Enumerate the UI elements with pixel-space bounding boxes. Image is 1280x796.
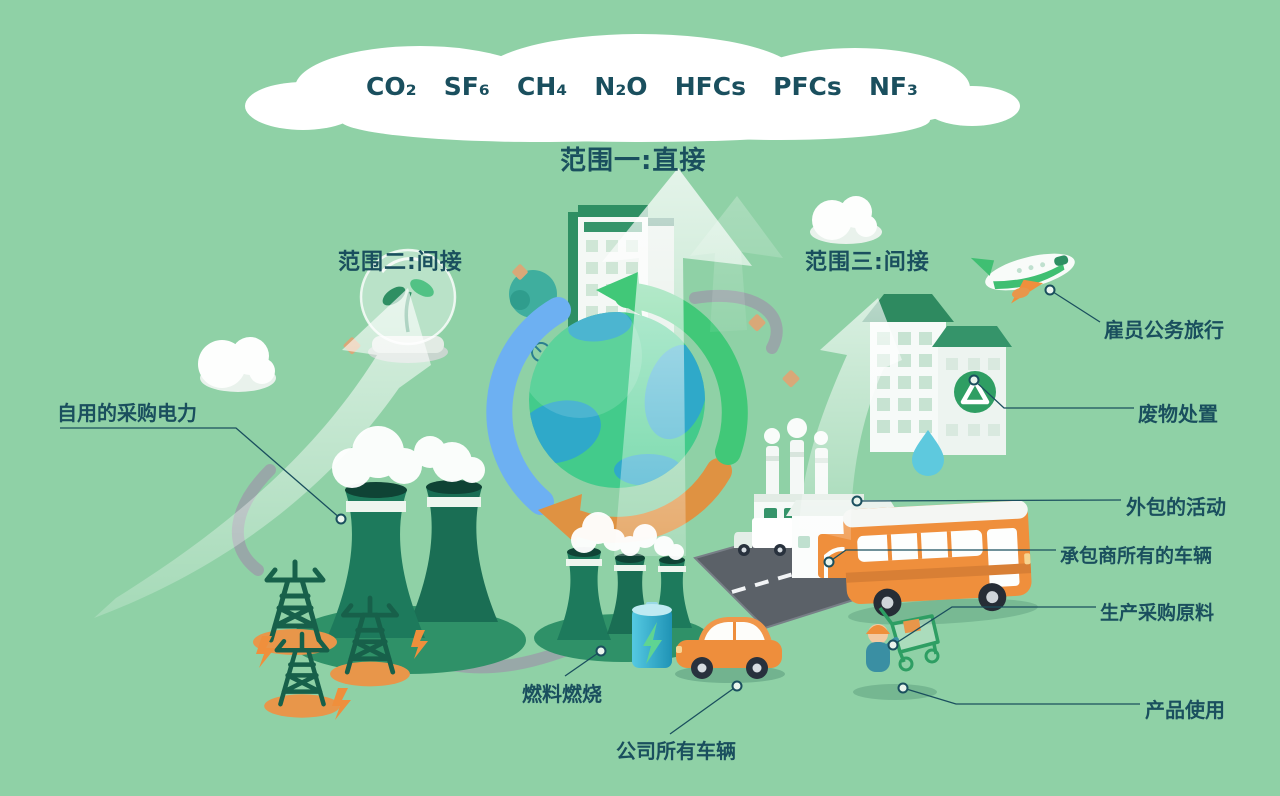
gas-co2: CO₂ bbox=[366, 72, 417, 101]
scope2-title: 范围二:间接 bbox=[338, 250, 463, 275]
gas-ch4: CH₄ bbox=[516, 72, 568, 101]
cooling-towers-large bbox=[327, 426, 498, 638]
gas-sf6: SF₆ bbox=[443, 72, 490, 101]
label-employee-business-travel: 雇员公务旅行 bbox=[1104, 318, 1224, 342]
airplane bbox=[970, 253, 1075, 304]
leader-outsourced-activities bbox=[856, 499, 1122, 502]
scope-arrows bbox=[94, 168, 902, 618]
scope2-arrow bbox=[94, 288, 431, 618]
leader-company-vehicles bbox=[669, 685, 738, 735]
label-fuel-combustion: 燃料燃烧 bbox=[522, 682, 602, 706]
scope1-arrow-echo bbox=[690, 196, 783, 332]
leader-waste-disposal bbox=[973, 379, 1134, 409]
leader-employee-travel bbox=[1049, 289, 1101, 323]
battery bbox=[632, 602, 672, 668]
leader-dots bbox=[335, 284, 1056, 694]
water-droplet bbox=[912, 430, 944, 476]
gas-n2o: N₂O bbox=[594, 72, 648, 101]
leader-contractor-vehicles bbox=[828, 549, 1056, 563]
label-product-use: 产品使用 bbox=[1145, 698, 1225, 722]
scope3-title: 范围三:间接 bbox=[805, 250, 930, 275]
car bbox=[675, 617, 785, 683]
leader-purchased-materials bbox=[892, 606, 1096, 646]
leader-product-use bbox=[902, 687, 1140, 705]
leader-purchased-electricity bbox=[60, 427, 342, 520]
lightning-bolts bbox=[256, 630, 428, 720]
bus bbox=[842, 500, 1038, 625]
label-outsourced-activities: 外包的活动 bbox=[1126, 495, 1226, 519]
label-waste-disposal: 废物处置 bbox=[1138, 402, 1218, 426]
leader-lines bbox=[60, 289, 1140, 735]
small-cloud-left bbox=[198, 337, 276, 392]
gas-hfcs: HFCs bbox=[674, 72, 746, 101]
gas-pfcs: PFCs bbox=[773, 72, 842, 101]
worker-with-cart bbox=[853, 606, 940, 700]
label-company-owned-vehicles: 公司所有车辆 bbox=[616, 739, 736, 763]
label-purchased-electricity: 自用的采购电力 bbox=[57, 401, 197, 425]
leader-fuel-combustion bbox=[564, 650, 602, 677]
gas-list: CO₂ SF₆ CH₄ N₂O HFCs PFCs NF₃ bbox=[366, 72, 918, 101]
scope1-title: 范围一:直接 bbox=[560, 146, 707, 176]
truck bbox=[734, 518, 794, 556]
gases-cloud-shape bbox=[245, 34, 1020, 142]
label-production-purchased-materials: 生产采购原料 bbox=[1100, 602, 1215, 624]
scope1-arrow bbox=[602, 168, 752, 556]
small-cloud-right bbox=[810, 196, 882, 244]
gas-nf3: NF₃ bbox=[868, 72, 918, 101]
label-contractor-owned-vehicles: 承包商所有的车辆 bbox=[1060, 545, 1213, 567]
scope3-arrow bbox=[799, 298, 902, 540]
